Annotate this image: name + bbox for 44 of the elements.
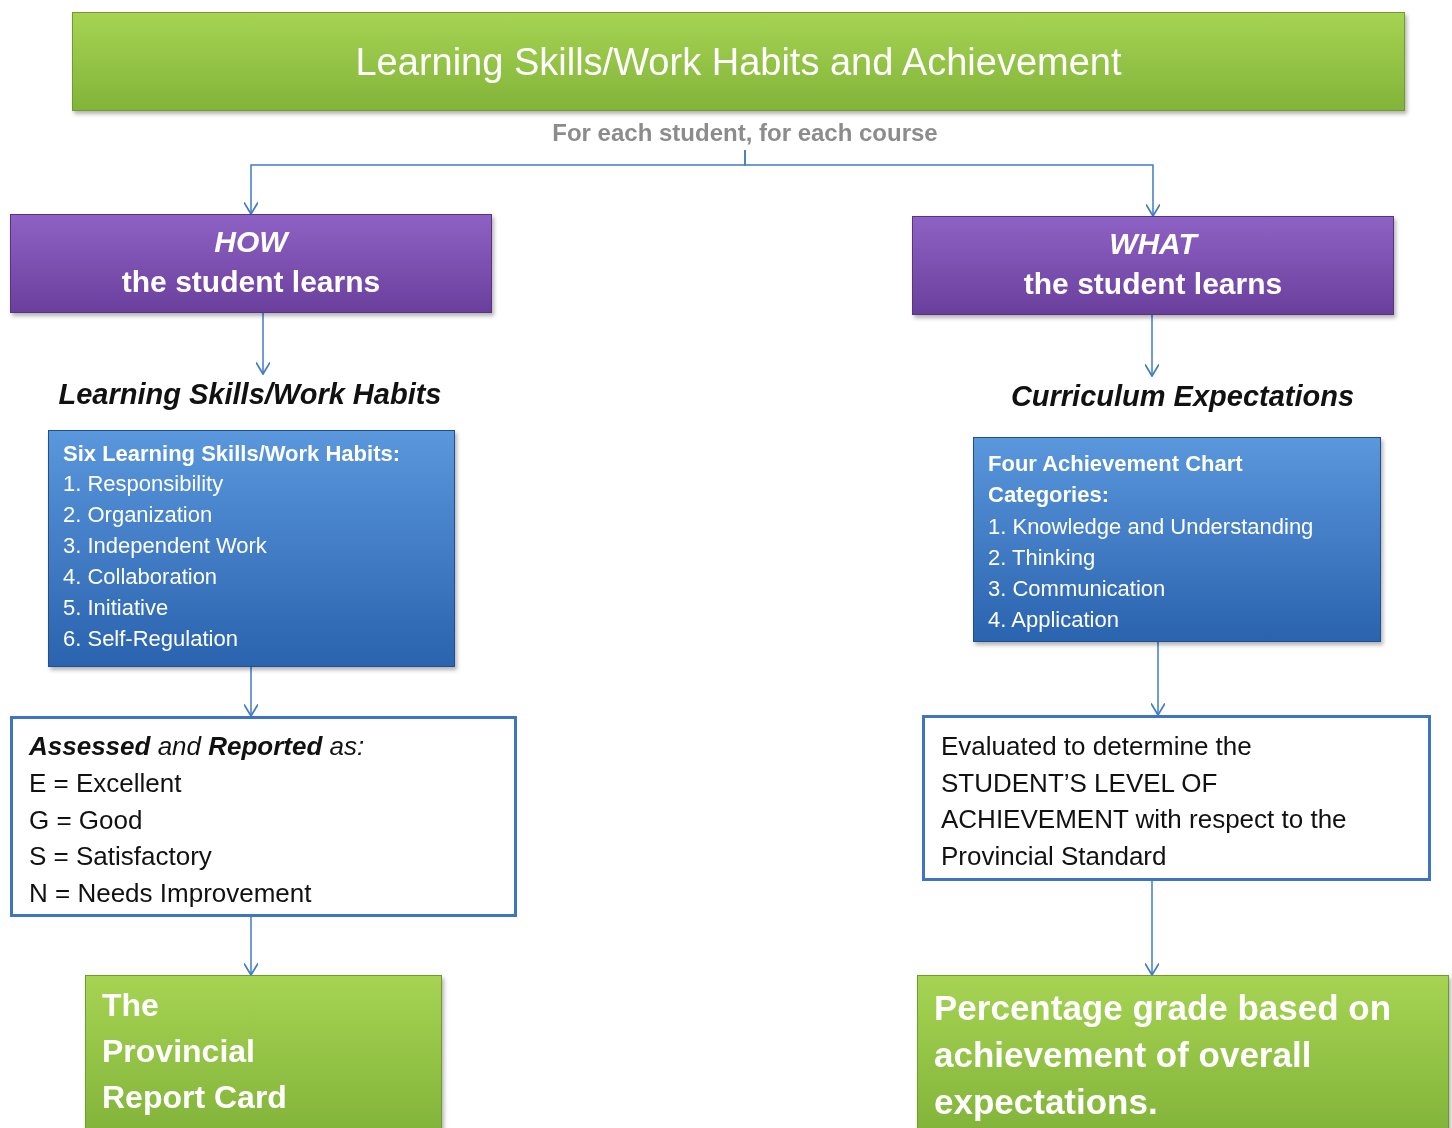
list-item: 2. Thinking <box>987 544 1097 572</box>
arrow <box>744 149 1161 217</box>
box-text: Evaluated to determine the STUDENT’S LEVEL OF ACHIEVEMENT with respect to the Provincial Standard <box>940 730 1348 873</box>
subtitle: For each student, for each course <box>551 118 939 148</box>
box-text: the student learns <box>1022 266 1284 301</box>
section-heading: Learning Skills/Work Habits <box>57 377 443 412</box>
list-item: 5. Initiative <box>62 594 170 622</box>
list-item: N = Needs Improvement <box>28 876 313 910</box>
arrow <box>1144 314 1160 377</box>
arrow <box>1150 641 1166 716</box>
arrow <box>1144 880 1160 976</box>
section-heading: Curriculum Expectations <box>1009 379 1356 414</box>
arrow <box>243 666 259 717</box>
category-box <box>10 214 492 313</box>
box-text: the student learns <box>120 264 382 299</box>
result-text: The Provincial Report Card <box>101 986 288 1117</box>
list-item: G = Good <box>28 803 144 837</box>
list-item: 3. Communication <box>987 575 1167 603</box>
list-item: 4. Collaboration <box>62 563 219 591</box>
title: Learning Skills/Work Habits and Achievement <box>354 40 1123 85</box>
outlined-box <box>10 716 517 917</box>
list-item: 4. Application <box>987 606 1120 634</box>
category-box <box>912 216 1394 315</box>
list-item: 1. Knowledge and Understanding <box>987 513 1315 541</box>
box-heading: HOW <box>213 224 291 259</box>
list-item: S = Satisfactory <box>28 840 213 873</box>
title-banner <box>72 12 1405 111</box>
result-box <box>917 975 1449 1128</box>
result-text: Percentage grade based on achievement of overall expectations. <box>933 987 1393 1123</box>
list-item: 3. Independent Work <box>62 532 268 560</box>
list-item: 6. Self-Regulation <box>62 625 239 653</box>
list-item: E = Excellent <box>28 767 183 800</box>
arrow <box>243 916 259 976</box>
list-item: 2. Organization <box>62 501 214 529</box>
box-heading: WHAT <box>1108 226 1200 261</box>
list-item: 1. Responsibility <box>62 470 225 498</box>
list-heading: Four Achievement Chart Categories: <box>987 450 1244 509</box>
outlined-box <box>922 715 1431 881</box>
arrow <box>255 312 271 375</box>
list-heading: Assessed and Reported as: <box>27 730 366 763</box>
result-box <box>85 975 442 1128</box>
list-heading: Six Learning Skills/Work Habits: <box>62 440 401 468</box>
list-box <box>973 437 1381 642</box>
list-box <box>48 430 455 667</box>
